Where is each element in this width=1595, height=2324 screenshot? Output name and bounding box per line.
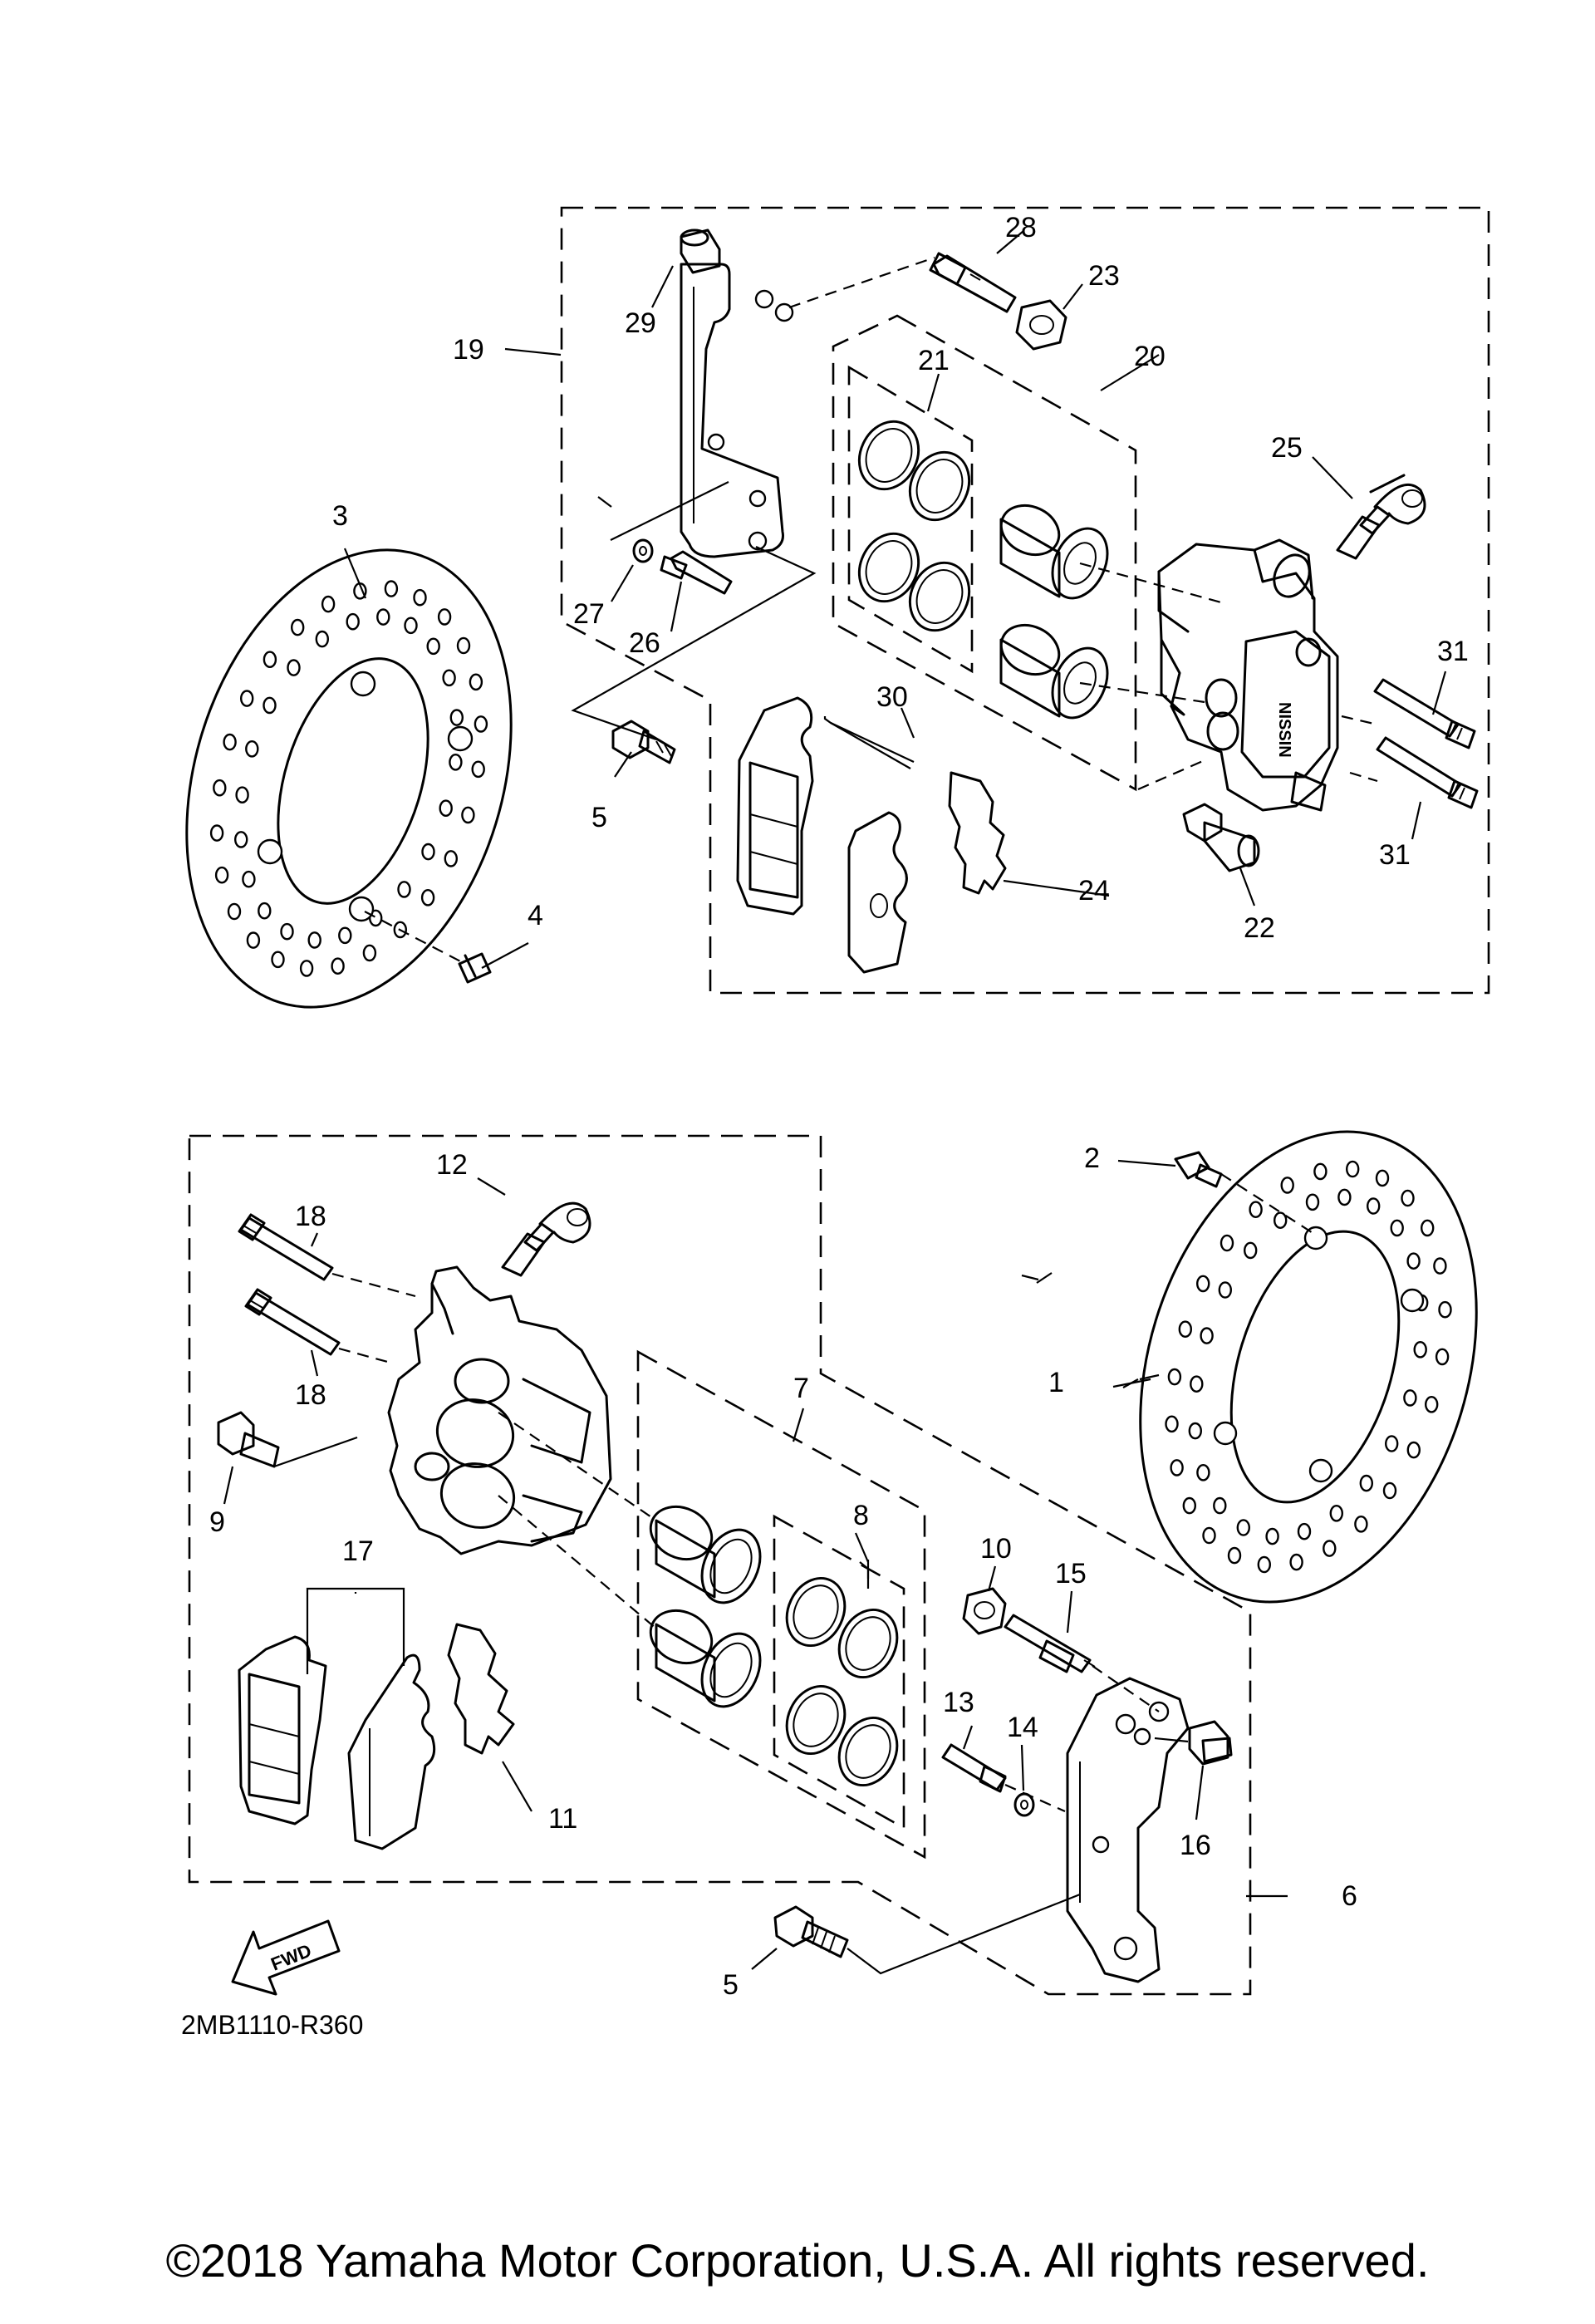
disc-lower-holes xyxy=(1165,1160,1452,1574)
callout-4: 4 xyxy=(528,900,543,931)
group-outline-7 xyxy=(636,1349,926,1860)
callout-26: 26 xyxy=(629,627,660,659)
disc-upper-holes xyxy=(209,580,488,977)
nut-10 xyxy=(962,1587,1007,1635)
callout-30: 30 xyxy=(876,681,908,713)
callout-7: 7 xyxy=(793,1373,809,1404)
callout-23: 23 xyxy=(1088,260,1120,292)
callout-2: 2 xyxy=(1084,1142,1100,1174)
pistons-upper xyxy=(999,504,1109,720)
bushing-29 xyxy=(680,228,721,274)
brake-pads-lower xyxy=(238,1635,436,1850)
callout-10: 10 xyxy=(980,1533,1012,1565)
bolt-5-lower xyxy=(773,1905,849,1958)
group-outline-8 xyxy=(773,1514,905,1830)
copyright-notice: ©2018 Yamaha Motor Corporation, U.S.A. A… xyxy=(165,2234,1430,2287)
pistons-lower xyxy=(649,1505,762,1708)
bolt-9 xyxy=(217,1411,280,1468)
callout-29: 29 xyxy=(625,307,656,339)
pin-26 xyxy=(660,550,733,595)
callout-8: 8 xyxy=(853,1500,869,1531)
bushing-16 xyxy=(1188,1720,1233,1766)
group-outline-19 xyxy=(560,206,1490,995)
forward-arrow-icon: FWD xyxy=(231,1919,341,1996)
washer-14 xyxy=(1013,1792,1035,1817)
callout-numbers: 1 2 3 4 5 5 6 7 8 9 10 11 12 13 14 15 16… xyxy=(209,212,1469,2001)
pin-bolt-15 xyxy=(1004,1614,1096,1673)
callout-12: 12 xyxy=(436,1149,468,1181)
callout-27: 27 xyxy=(573,598,605,630)
callout-6: 6 xyxy=(1342,1880,1357,1912)
callout-5-upper: 5 xyxy=(591,802,607,833)
callout-leaders xyxy=(223,230,1447,1970)
brake-caliper-upper: NISSIN xyxy=(1157,538,1339,812)
callout-20: 20 xyxy=(1134,341,1166,372)
nut-23 xyxy=(1015,299,1067,351)
brake-disc-lower xyxy=(1139,1130,1478,1604)
piston-seals-lower xyxy=(785,1576,899,1787)
brake-pads-upper xyxy=(736,696,908,974)
callout-31-lower: 31 xyxy=(1379,839,1411,871)
caliper-brand-label-upper: NISSIN xyxy=(1275,702,1293,758)
bolt-22 xyxy=(1182,803,1260,872)
callout-9: 9 xyxy=(209,1506,225,1538)
callout-3: 3 xyxy=(332,500,348,532)
disc-screw-2 xyxy=(1174,1151,1223,1188)
callout-13: 13 xyxy=(943,1687,974,1718)
washer-27 xyxy=(632,538,654,563)
pin-13 xyxy=(941,1743,1007,1793)
callout-21: 21 xyxy=(918,345,950,376)
callout-11: 11 xyxy=(548,1803,577,1835)
bleeder-valve-lower xyxy=(501,1201,591,1277)
callout-19: 19 xyxy=(453,334,484,366)
callout-28: 28 xyxy=(1005,212,1037,243)
disc-screw-4 xyxy=(458,952,492,984)
bleeder-valve-upper xyxy=(1336,474,1426,560)
brake-disc-upper xyxy=(185,548,513,1009)
callout-17: 17 xyxy=(342,1535,374,1567)
group-outline-21 xyxy=(847,365,974,674)
leader-lines xyxy=(273,256,1378,1975)
callout-22: 22 xyxy=(1244,912,1275,944)
callout-18-lower: 18 xyxy=(295,1379,326,1411)
pad-spring-11 xyxy=(447,1623,515,1755)
callout-16: 16 xyxy=(1180,1830,1211,1861)
callout-1: 1 xyxy=(1048,1367,1064,1398)
pad-pins-upper xyxy=(1373,678,1479,809)
pin-bolt-28 xyxy=(929,252,1017,313)
group-outline-6 xyxy=(188,1134,1252,1996)
callout-14: 14 xyxy=(1007,1712,1038,1743)
group-outlines xyxy=(188,206,1490,1996)
pad-pins-lower xyxy=(238,1213,341,1356)
group-outline-20 xyxy=(832,314,1137,792)
callout-5-lower: 5 xyxy=(723,1969,739,2001)
caliper-bracket-upper xyxy=(680,263,794,558)
bolt-5-upper xyxy=(611,720,676,764)
caliper-bracket-lower xyxy=(1066,1677,1190,1983)
callout-18-upper: 18 xyxy=(295,1201,326,1232)
callout-24: 24 xyxy=(1078,875,1110,907)
part-code-label: 2MB1110-R360 xyxy=(181,2010,363,2040)
callout-31-upper: 31 xyxy=(1437,636,1469,667)
pad-spring-24 xyxy=(948,771,1007,895)
callout-15: 15 xyxy=(1055,1558,1087,1589)
brake-caliper-lower xyxy=(387,1265,612,1555)
callout-25: 25 xyxy=(1271,432,1303,464)
piston-seals-upper xyxy=(857,420,971,632)
